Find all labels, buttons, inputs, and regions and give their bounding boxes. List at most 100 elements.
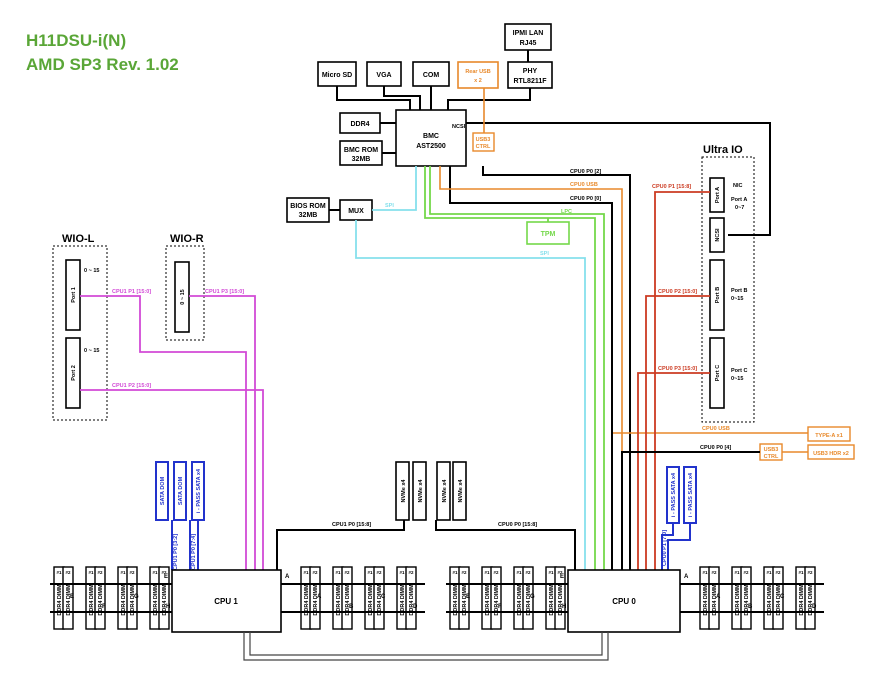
- ultra-io-ncsi: [709, 217, 725, 253]
- vga-bmc-link: [383, 86, 421, 110]
- bus-label-cpu1-p0-158: CPU1 P0 [15:8]: [332, 522, 371, 528]
- dimm-tag: #1: [702, 570, 708, 575]
- cpu1-p1-wiol-link: [80, 295, 247, 570]
- dimm-tag: #1: [88, 570, 94, 575]
- bmc-usb3-ctrl-label: USB3: [476, 137, 491, 143]
- dimm-tag: #2: [807, 570, 813, 575]
- dimm-label: DDR4 DIMM: [98, 584, 104, 616]
- dimm-tag: #2: [161, 570, 167, 575]
- ipmi-lan-label: IPMI LAN: [513, 30, 544, 37]
- micro-sd-box: [317, 61, 357, 87]
- bmc-box: [395, 109, 467, 167]
- dimm-tag: #2: [97, 570, 103, 575]
- wio-l-range2: 0 ~ 15: [84, 348, 99, 354]
- nvme-slot: [395, 461, 410, 521]
- wio-l-port1-label: Port 1: [71, 287, 77, 303]
- dimm-label: DDR4 DIMM: [735, 584, 741, 616]
- dimm-slot: [309, 566, 321, 630]
- dimm-tag: #1: [152, 570, 158, 575]
- ultra-io-port-a-range: 0~7: [735, 205, 744, 211]
- bus-label-cpu0-usb: CPU0 USB: [570, 182, 598, 188]
- wio-r-region: [165, 245, 205, 341]
- dimm-label: DDR4 DIMM: [304, 584, 310, 616]
- sata-dom-2-box: [173, 461, 187, 521]
- usb3-ctrl-sub: CTRL: [764, 454, 779, 460]
- dimm-label: DDR4 DIMM: [57, 584, 63, 616]
- phy-bmc-link: [447, 88, 531, 110]
- bank-channel-letter: E: [560, 574, 564, 580]
- dimm-tag: #2: [525, 570, 531, 575]
- dimm-label: DDR4 DIMM: [526, 584, 532, 616]
- wio-l-port2: [65, 337, 81, 409]
- dimm-tag: #1: [335, 570, 341, 575]
- dimm-channel-letter: C: [780, 594, 785, 600]
- dimm-label: DDR4 DIMM: [153, 584, 159, 616]
- ultra-io-region: [701, 156, 755, 423]
- bus-label-cpu0-p0-158: CPU0 P0 [15:8]: [498, 522, 537, 528]
- dimm-label: DDR4 DIMM: [558, 584, 564, 616]
- nvme-label: NVMe x4: [418, 479, 424, 503]
- ipass-cpu0-1-label: i - PASS SATA x4: [671, 472, 677, 517]
- dimm-tag: #1: [303, 570, 309, 575]
- cpu1-box: [171, 569, 282, 633]
- wio-l-port1: [65, 259, 81, 331]
- dimm-slot: [405, 566, 417, 630]
- dimm-label: DDR4 DIMM: [130, 584, 136, 616]
- dimm-label: DDR4 DIMM: [494, 584, 500, 616]
- ultra-io-port-b: [709, 259, 725, 331]
- rear-usb-label: Rear USB: [465, 69, 490, 75]
- dimm-tag: #2: [312, 570, 318, 575]
- xgmi-link-2: [249, 632, 603, 656]
- bus-label-cpu1-p0-32: CPU1 P0 [3:2]: [173, 534, 179, 570]
- ultra-io-port-a-side: Port A: [731, 197, 747, 203]
- dimm-label: DDR4 DIMM: [336, 584, 342, 616]
- dimm-tag: #1: [484, 570, 490, 575]
- dimm-label: DDR4 DIMM: [121, 584, 127, 616]
- bus-label-cpu1-p2: CPU1 P2 [15:0]: [112, 383, 151, 389]
- dimm-slot: [522, 566, 534, 630]
- dimm-channel-letter: F: [498, 604, 502, 610]
- dimm-label: DDR4 DIMM: [767, 584, 773, 616]
- bus-label-cpu0-usb-2: CPU0 USB: [702, 426, 730, 432]
- dimm-label: DDR4 DIMM: [744, 584, 750, 616]
- wio-r-port: [174, 261, 190, 333]
- bmc-mux-spi: [372, 166, 417, 211]
- mux-label: MUX: [348, 208, 364, 215]
- dimm-label: DDR4 DIMM: [409, 584, 415, 616]
- dimm-slot: [772, 566, 784, 630]
- ipass-cpu0-2-label: i - PASS SATA x4: [688, 472, 694, 517]
- dimm-slot: [373, 566, 385, 630]
- microsd-bmc-link: [336, 86, 411, 110]
- ultra-io-port-a-label: Port A: [715, 187, 721, 203]
- ipmi-lan-sub: RJ45: [520, 40, 537, 47]
- bus-label-cpu0-p3: CPU0 P3 [15:0]: [658, 366, 697, 372]
- dimm-channel-letter: B: [349, 604, 354, 610]
- bus-label-cpu1-p1: CPU1 P1 [15:0]: [112, 289, 151, 295]
- dimm-slot: [708, 566, 720, 630]
- dimm-slot: [158, 566, 170, 630]
- dimm-label: DDR4 DIMM: [808, 584, 814, 616]
- cpu1-p2-wiol-link: [80, 389, 264, 570]
- dimm-label: DDR4 DIMM: [462, 584, 468, 616]
- wio-r-title: WIO-R: [170, 233, 204, 245]
- ultra-io-port-a: [709, 177, 725, 213]
- dimm-label: DDR4 DIMM: [549, 584, 555, 616]
- dimm-channel-letter: D: [812, 604, 817, 610]
- dimm-tag: #1: [548, 570, 554, 575]
- dimm-channel-letter: G: [134, 594, 139, 600]
- sata-dom-1-label: SATA DOM: [160, 476, 166, 505]
- bmc-label: BMC: [423, 133, 439, 140]
- dimm-tag: #2: [493, 570, 499, 575]
- dimm-label: DDR4 DIMM: [66, 584, 72, 616]
- cpu0-p00-bmc-link: [449, 166, 613, 570]
- bmc-rom-box: [339, 140, 383, 166]
- dimm-tag: #2: [557, 570, 563, 575]
- dimm-label: DDR4 DIMM: [776, 584, 782, 616]
- dimm-channel-letter: B: [748, 604, 753, 610]
- bus-label-cpu0-p0-2: CPU0 P0 [2]: [570, 169, 601, 175]
- spi-label-2: SPI: [540, 251, 549, 257]
- wio-l-port2-label: Port 2: [71, 365, 77, 381]
- dimm-tag: #2: [344, 570, 350, 575]
- ultra-io-title: Ultra IO: [703, 144, 743, 156]
